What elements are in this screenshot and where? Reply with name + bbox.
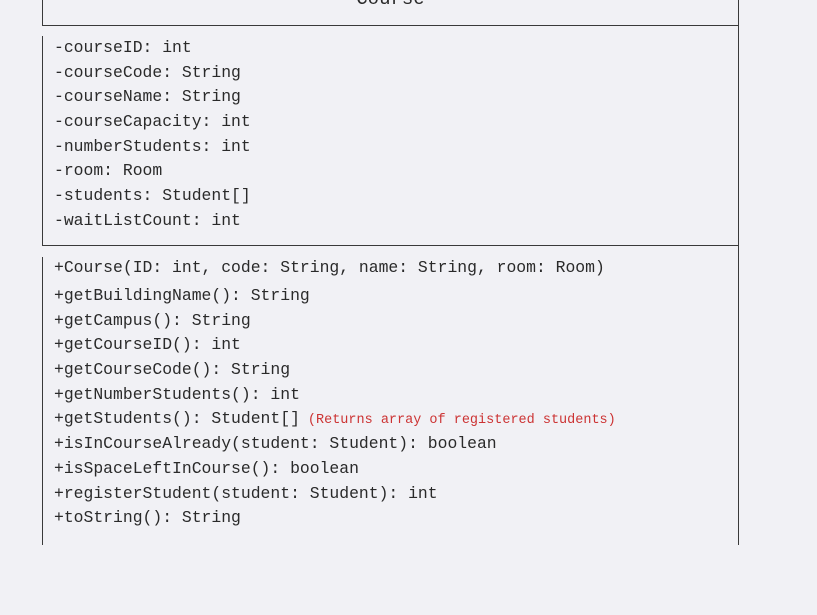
attributes-compartment-divider (42, 245, 739, 246)
operation: +getBuildingName(): String (54, 284, 616, 309)
name-compartment-divider (42, 25, 739, 26)
attribute: -courseID: int (54, 38, 192, 57)
class-box-right-border-middle (738, 25, 739, 246)
class-name: Course (42, 0, 739, 11)
attributes-compartment: -courseID: int -courseCode: String -cour… (54, 36, 251, 234)
operation: +getCampus(): String (54, 309, 616, 334)
operation-signature: +getBuildingName(): String (54, 286, 310, 305)
operation: +getCourseCode(): String (54, 358, 616, 383)
operation-signature: +isInCourseAlready(student: Student): bo… (54, 434, 497, 454)
operations-compartment: +Course(ID: int, code: String, name: Str… (54, 256, 616, 531)
operation: +toString(): String (54, 506, 616, 531)
operation-signature: +getCampus(): String (54, 310, 251, 330)
class-box-left-border-middle (42, 36, 43, 246)
operation-signature: +isSpaceLeftInCourse(): boolean (54, 458, 359, 478)
class-box-left-border-bottom (42, 257, 43, 545)
operation: +getStudents(): Student[] (Returns array … (54, 407, 616, 432)
operation-signature: +getStudents(): Student[] (54, 409, 300, 429)
operation-signature: +getCourseID(): int (54, 335, 241, 355)
attribute: -courseCapacity: int (54, 112, 251, 132)
uml-class-box: Course -courseID: int -courseCode: Strin… (42, 0, 739, 545)
class-box-left-border-top (42, 0, 43, 26)
attribute: -students: Student[] (54, 186, 251, 206)
operation: +getCourseID(): int (54, 333, 616, 358)
operation-note: (Returns array of registered students) (307, 413, 616, 429)
operation-signature: +getNumberStudents(): int (54, 384, 300, 404)
attribute: -courseCode: String (54, 62, 241, 82)
operation: +isSpaceLeftInCourse(): boolean (54, 457, 616, 482)
operation-signature: +Course(ID: int, code: String, name: Str… (54, 258, 605, 277)
operation-signature: +toString(): String (54, 508, 241, 528)
operation-signature: +registerStudent(student: Student): int (54, 483, 438, 503)
operation: +Course(ID: int, code: String, name: Str… (54, 256, 616, 284)
attribute: -courseName: String (54, 87, 241, 107)
operation: +registerStudent(student: Student): int (54, 482, 616, 507)
class-box-right-border-top (738, 0, 739, 26)
attribute: -numberStudents: int (54, 136, 251, 156)
attribute: -room: Room (54, 161, 163, 181)
attribute: -waitListCount: int (54, 210, 241, 230)
operation: +isInCourseAlready(student: Student): bo… (54, 432, 616, 457)
operation: +getNumberStudents(): int (54, 383, 616, 408)
class-box-right-border-bottom (738, 245, 739, 545)
operation-signature: +getCourseCode(): String (54, 360, 291, 380)
class-name-compartment: Course (42, 0, 739, 25)
